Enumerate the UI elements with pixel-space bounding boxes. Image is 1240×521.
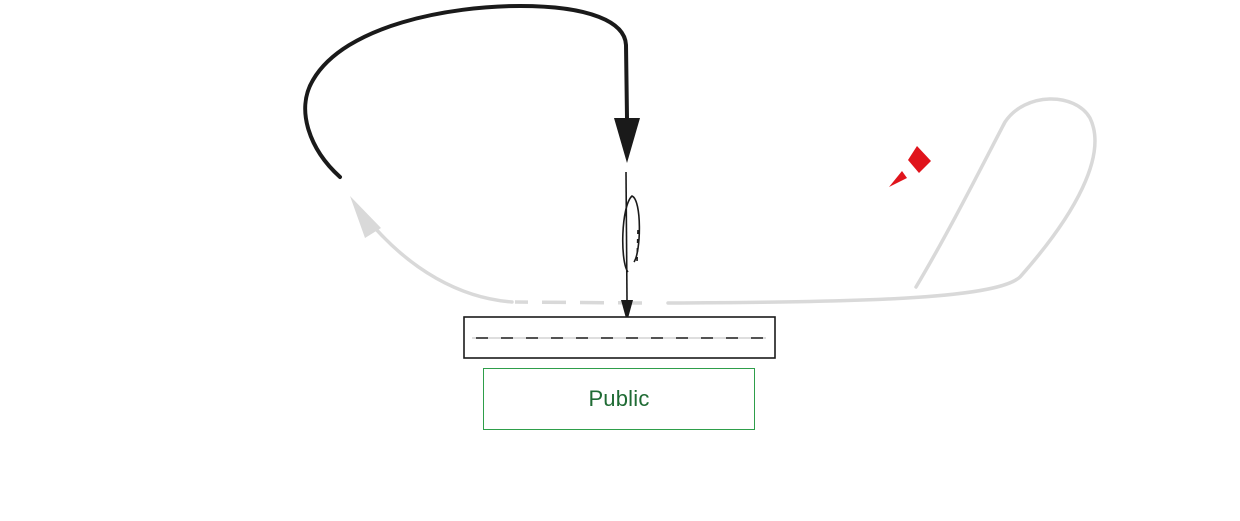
public-area: Public bbox=[483, 368, 755, 430]
return-path-dashed bbox=[514, 300, 643, 305]
red-marker-tail bbox=[889, 171, 907, 187]
small-loop bbox=[621, 195, 641, 273]
public-label: Public bbox=[588, 386, 650, 411]
main-loop-path bbox=[303, 3, 629, 179]
red-marker-head bbox=[908, 146, 931, 173]
return-path-left bbox=[366, 218, 514, 304]
descent-line bbox=[625, 171, 628, 301]
stage-arrowhead bbox=[621, 300, 633, 322]
main-arrowhead bbox=[614, 118, 640, 163]
return-loop-right bbox=[666, 97, 1097, 305]
return-arrowhead bbox=[350, 196, 381, 238]
